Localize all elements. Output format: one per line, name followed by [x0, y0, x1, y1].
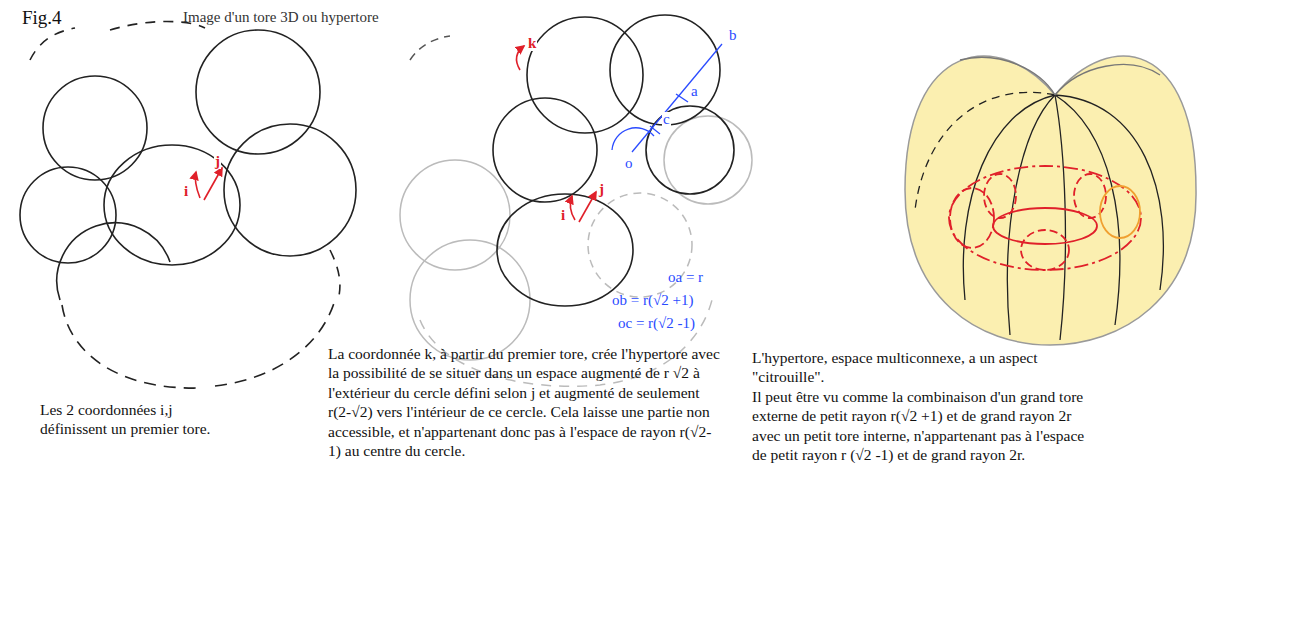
- faded-torus: [400, 36, 752, 386]
- point-label: o: [624, 156, 634, 171]
- point-label: b: [728, 28, 738, 43]
- caption-text: Il peut être vu comme la combinaison d'u…: [752, 387, 1097, 465]
- first-torus: [20, 22, 356, 389]
- radius-formula: oc = r(√2 -1): [618, 314, 695, 333]
- hypertorus-circles: [493, 15, 734, 306]
- point-label: a: [690, 84, 699, 99]
- coordinate-label: j: [598, 182, 605, 197]
- radius-formula: ob = r(√2 +1): [612, 291, 693, 310]
- coordinate-label: i: [183, 184, 189, 199]
- coordinate-arrows: [195, 168, 222, 200]
- coordinate-label: k: [527, 36, 537, 51]
- coordinate-arrows: [517, 46, 596, 222]
- figure-title: Image d'un tore 3D ou hypertore: [183, 8, 379, 27]
- figure-number: Fig.4: [22, 6, 62, 30]
- coordinate-label: j: [214, 154, 221, 169]
- radius-formula: oa = r: [668, 268, 703, 287]
- point-label: c: [662, 112, 671, 127]
- coordinate-label: i: [560, 208, 566, 223]
- caption-text: L'hypertore, espace multiconnexe, a un a…: [752, 348, 1097, 387]
- caption-text: Les 2 coordonnées i,j définissent un pre…: [40, 400, 220, 439]
- caption-text: La coordonnée k, à partir du premier tor…: [328, 344, 724, 460]
- pumpkin-hypertorus: [905, 56, 1196, 345]
- radius-lines: [612, 44, 722, 152]
